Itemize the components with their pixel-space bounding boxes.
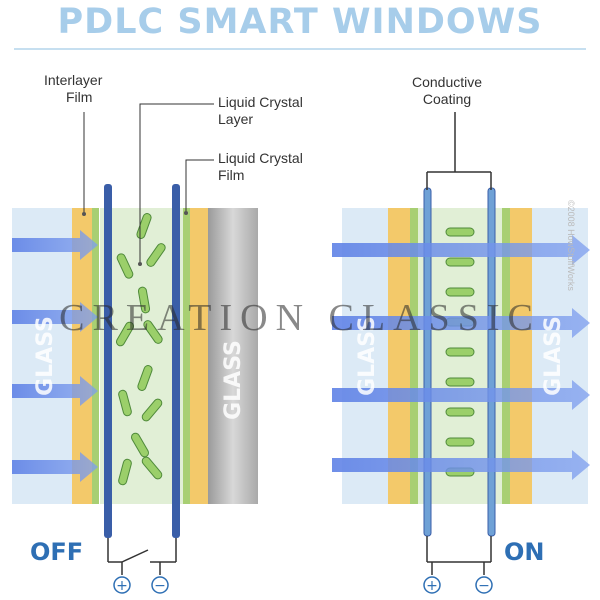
callout-line <box>139 103 214 262</box>
glass-label-frosted: GLASS <box>221 340 246 420</box>
negative-terminal-icon <box>475 576 493 594</box>
crystal <box>146 243 166 267</box>
crystal <box>116 321 134 347</box>
on-panel <box>332 112 590 594</box>
label-line: Coating <box>422 91 472 107</box>
off-state-label: OFF <box>30 538 84 566</box>
glass-label-left: GLASS <box>33 316 58 396</box>
lc-layer-label: Liquid Crystal Layer <box>218 94 303 128</box>
negative-symbol: − <box>478 578 490 594</box>
crystal <box>445 347 475 357</box>
title-divider <box>14 48 586 50</box>
positive-terminal-icon <box>113 576 131 594</box>
label-line: Liquid Crystal <box>218 94 303 110</box>
crystal <box>141 456 163 480</box>
right-interlayer-film <box>190 208 208 504</box>
glass-label-on-left: GLASS <box>355 316 380 396</box>
crystal <box>445 257 475 267</box>
electrode-left-on <box>423 187 432 537</box>
positive-symbol: + <box>116 578 128 594</box>
open-switch <box>121 549 149 563</box>
crystal <box>137 365 153 391</box>
label-line: Liquid Crystal <box>218 150 303 166</box>
glass-label-on-right: GLASS <box>541 316 566 396</box>
watermark: CREATION CLASSIC <box>59 297 541 339</box>
crystal <box>143 320 163 344</box>
diagram-title: PDLC SMART WINDOWS <box>57 2 543 42</box>
crystal <box>131 432 149 458</box>
random-crystals <box>116 213 166 486</box>
electrode-right-off <box>172 184 180 538</box>
light-arrow <box>332 450 590 480</box>
off-panel <box>12 184 258 594</box>
light-arrow <box>332 380 590 410</box>
left-callouts <box>83 103 214 262</box>
crystal <box>118 458 132 486</box>
frosted-glass-pane <box>208 208 258 504</box>
transmitted-light-arrows <box>332 235 590 480</box>
label-line: Interlayer <box>44 72 103 88</box>
light-arrow <box>332 235 590 265</box>
coating-callout <box>426 112 492 190</box>
left-interlayer-film <box>72 208 92 504</box>
electrode-right-on <box>487 187 496 537</box>
right-lc-film <box>183 208 190 504</box>
label-line: Layer <box>218 111 254 127</box>
conductive-coating-label: Conductive Coating <box>412 74 482 108</box>
on-circuit <box>426 536 492 575</box>
marker-dot <box>138 262 142 266</box>
right-lc-film-on <box>502 208 510 504</box>
left-glass-pane <box>12 208 72 504</box>
left-glass-pane-on <box>342 208 388 504</box>
on-state-label: ON <box>504 538 545 566</box>
interlayer-film-label: Interlayer Film <box>44 72 102 106</box>
right-interlayer-on <box>510 208 532 504</box>
lc-film-label: Liquid Crystal Film <box>218 150 303 184</box>
aligned-crystals <box>445 227 475 477</box>
off-circuit <box>107 538 177 575</box>
light-arrow <box>12 452 98 482</box>
crystal <box>141 398 163 422</box>
left-interlayer-on <box>388 208 410 504</box>
crystal <box>137 286 151 314</box>
crystal <box>445 227 475 237</box>
light-arrow <box>12 376 98 406</box>
callout-line <box>185 159 214 211</box>
electrode-left-off <box>104 184 112 538</box>
crystal <box>445 287 475 297</box>
negative-symbol: − <box>154 578 166 594</box>
blocked-light-arrows <box>12 230 98 482</box>
negative-terminal-icon <box>151 576 169 594</box>
label-line: Film <box>66 89 93 105</box>
positive-terminal-icon <box>423 576 441 594</box>
positive-symbol: + <box>426 578 438 594</box>
left-lc-film-on <box>410 208 418 504</box>
light-arrow <box>332 308 590 338</box>
left-lc-film <box>92 208 99 504</box>
crystal <box>116 253 134 279</box>
crystal <box>445 407 475 417</box>
crystal <box>445 377 475 387</box>
copyright-text: ©2008 HowStuffWorks <box>566 200 576 291</box>
crystal <box>118 389 132 417</box>
marker-dot <box>184 211 188 215</box>
label-line: Conductive <box>412 74 483 90</box>
light-arrow <box>12 230 98 260</box>
marker-dot <box>82 212 86 216</box>
crystal <box>445 437 475 447</box>
label-line: Film <box>218 167 245 183</box>
light-arrow <box>12 302 98 332</box>
